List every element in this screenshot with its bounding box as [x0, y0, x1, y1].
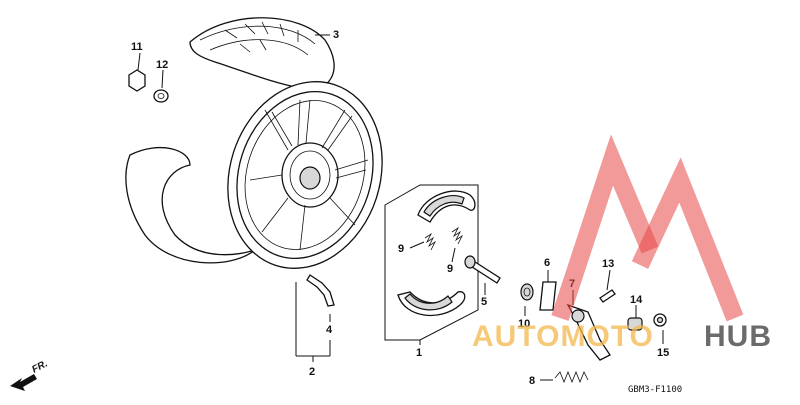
callout-3: 3: [333, 29, 339, 41]
callout-11: 13: [602, 258, 614, 270]
callout-2: 2: [309, 366, 315, 378]
callout-1: 1: [416, 347, 422, 359]
watermark-logo: [551, 134, 744, 322]
small-parts: [128, 69, 667, 384]
brake-cam: [464, 255, 501, 284]
fr-label: FR.: [30, 358, 49, 375]
callout-13: 12: [156, 59, 168, 71]
callout-10: 10: [518, 318, 530, 330]
callout-5: 5: [481, 296, 487, 308]
callout-15: 15: [657, 347, 669, 359]
callout-9a: 9: [398, 243, 404, 255]
callout-12: 11: [131, 41, 143, 53]
callout-14: 14: [630, 294, 643, 306]
callout-6: 6: [544, 257, 550, 269]
watermark-text-automoto: AUTOMOTO: [472, 320, 654, 353]
valve-stem: [306, 274, 335, 307]
callout-9b: 9: [447, 263, 453, 275]
brake-shoes: [397, 190, 476, 317]
wheel-rim: [227, 81, 383, 269]
callout-8: 8: [529, 375, 535, 387]
brake-assembly-bracket: [384, 184, 479, 341]
watermark-text-hub: HUB: [704, 320, 772, 353]
diagram-code: GBM3-F1100: [628, 385, 682, 395]
front-direction-arrow: [10, 374, 37, 391]
callout-4: 4: [326, 324, 333, 336]
